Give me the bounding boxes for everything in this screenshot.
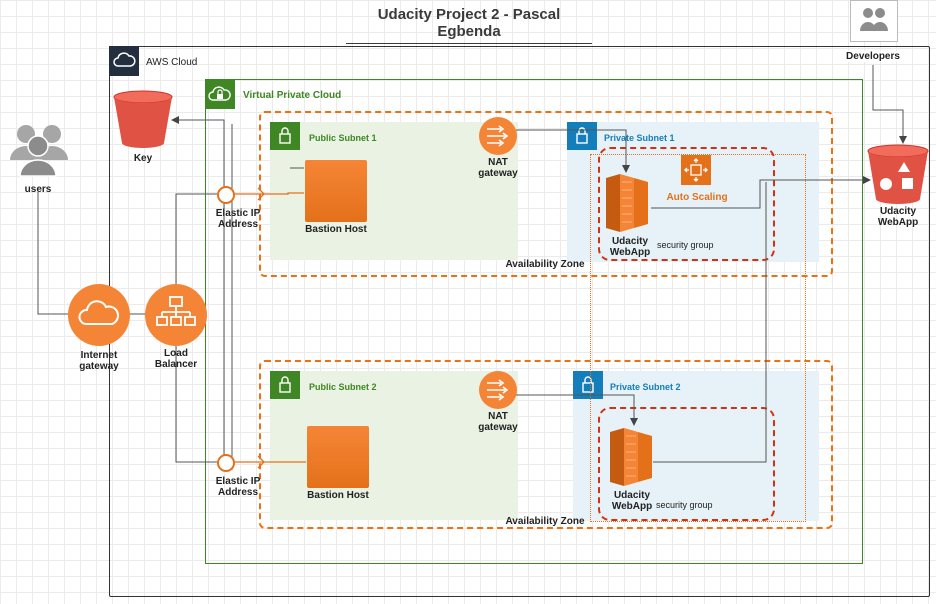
users-label: users (24, 184, 52, 195)
s3-webapp-label: Udacity WebApp (866, 206, 930, 228)
vpc-label: Virtual Private Cloud (243, 90, 342, 101)
webapp-1-label-line1: Udacity (611, 236, 649, 247)
bastion-host-1-icon (305, 160, 367, 222)
nat-gateway-2-icon (479, 371, 517, 409)
lock-icon (573, 371, 603, 399)
public-subnet-1-label: Public Subnet 1 (309, 133, 377, 143)
elastic-ip-2-label: Elastic IP Address (206, 476, 270, 498)
nat-gateway-1-label: NAT gateway (472, 157, 524, 179)
availability-zone-2 (259, 360, 833, 529)
nat-gateway-1-label-line1: NAT (488, 157, 508, 168)
availability-zone-2-label: Availability Zone (505, 516, 585, 527)
private-subnet-1-label: Private Subnet 1 (604, 133, 675, 143)
webapp-1-label-line2: WebApp (609, 247, 651, 258)
ec2-instances-icon (602, 172, 650, 234)
aws-cloud-icon (109, 46, 139, 76)
webapp-2-label: Udacity WebApp (606, 490, 658, 512)
s3-webapp-label-line2: WebApp (877, 217, 919, 228)
private-subnet-2-label: Private Subnet 2 (610, 382, 681, 392)
elastic-ip-1-label-line2: Address (217, 219, 258, 230)
public-subnet-2-label: Public Subnet 2 (309, 382, 377, 392)
webapp-2-label-line2: WebApp (611, 501, 653, 512)
bastion-host-2-icon (307, 426, 369, 488)
security-group-2 (598, 407, 775, 521)
internet-gateway-label: Internet gateway (66, 350, 132, 372)
internet-gateway-icon (68, 284, 130, 346)
s3-webapp-label-line1: Udacity (879, 206, 917, 217)
webapp-2-label-line1: Udacity (613, 490, 651, 501)
key-label: Key (133, 153, 153, 164)
developers-icon (850, 0, 898, 42)
load-balancer-label: Load Balancer (143, 348, 209, 370)
developers-label: Developers (842, 51, 904, 62)
s3-bucket-icon (866, 142, 930, 206)
lock-icon (567, 122, 597, 150)
ec2-instances-icon (606, 426, 654, 488)
elastic-ip-2-label-line2: Address (217, 487, 258, 498)
bastion-host-1-label: Bastion Host (305, 224, 367, 235)
internet-gateway-label-line1: Internet (80, 350, 118, 361)
auto-scaling-group-boundary (590, 154, 806, 522)
elastic-ip-2-label-line1: Elastic IP (215, 476, 261, 487)
bastion-host-2-label: Bastion Host (307, 490, 369, 501)
load-balancer-label-line2: Balancer (154, 359, 198, 370)
webapp-1-label: Udacity WebApp (604, 236, 656, 258)
lock-icon (270, 122, 300, 150)
security-group-2-label: security group (656, 500, 713, 510)
availability-zone-1-label: Availability Zone (505, 259, 585, 270)
security-group-1-label: security group (657, 240, 714, 250)
elastic-ip-icon (217, 454, 235, 472)
elastic-ip-icon (217, 186, 235, 204)
nat-gateway-2-label: NAT gateway (472, 411, 524, 433)
auto-scaling-label: Auto Scaling (666, 192, 728, 203)
nat-gateway-1-icon (479, 117, 517, 155)
internet-gateway-label-line2: gateway (79, 361, 119, 372)
elastic-ip-1-label-line1: Elastic IP (215, 208, 261, 219)
auto-scaling-icon (681, 155, 711, 185)
aws-cloud-label: AWS Cloud (146, 57, 198, 68)
load-balancer-icon (145, 284, 207, 346)
vpc-icon (205, 79, 235, 109)
security-group-1 (598, 147, 775, 261)
lock-icon (270, 371, 300, 399)
nat-gateway-2-label-line1: NAT (488, 411, 508, 422)
elastic-ip-1-label: Elastic IP Address (206, 208, 270, 230)
s3-bucket-icon (112, 88, 174, 150)
nat-gateway-2-label-line2: gateway (478, 422, 518, 433)
users-icon (4, 120, 72, 180)
load-balancer-label-line1: Load (164, 348, 188, 359)
diagram-title: Udacity Project 2 - Pascal Egbenda (346, 6, 592, 44)
nat-gateway-1-label-line2: gateway (478, 168, 518, 179)
